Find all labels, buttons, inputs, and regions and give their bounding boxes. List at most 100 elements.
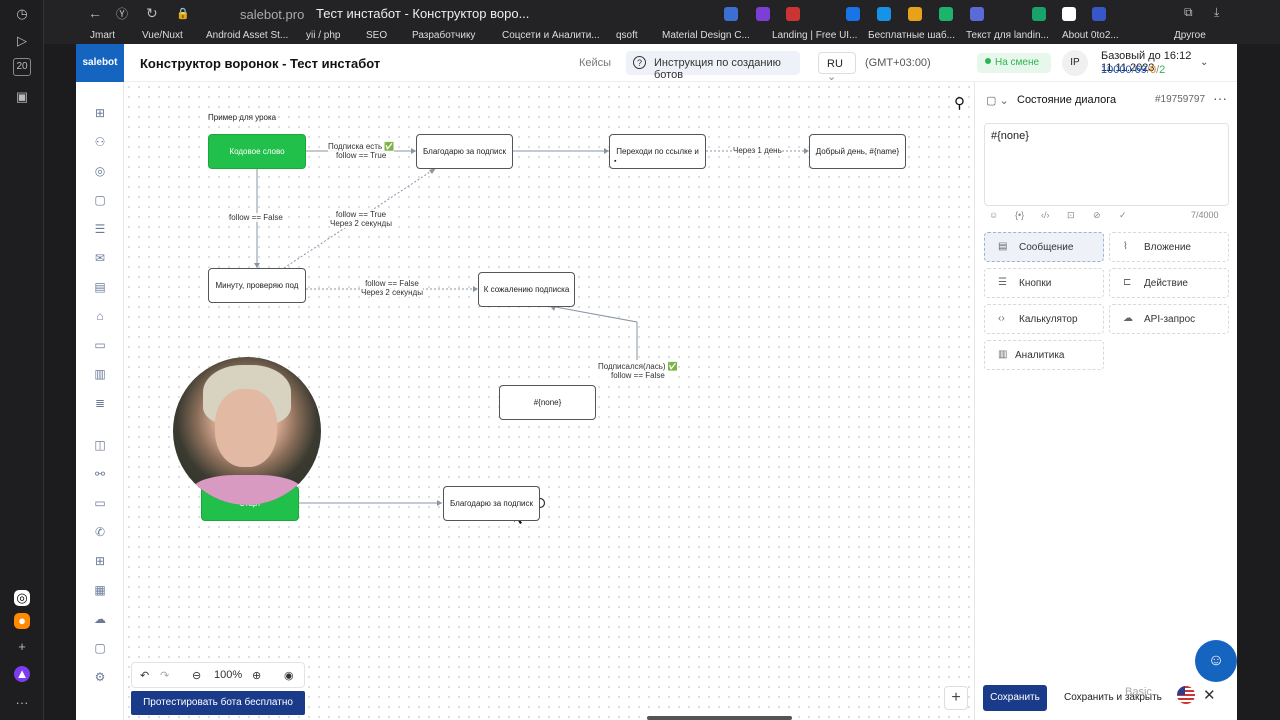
node-follow-link[interactable]: Переходи по ссылке и▪ <box>609 134 706 169</box>
emoji-icon[interactable]: ☺ <box>989 210 999 220</box>
extension-icon[interactable] <box>939 7 953 21</box>
zoom-in-icon[interactable]: ⊕ <box>252 670 262 682</box>
store-icon[interactable]: ▤ <box>94 280 106 294</box>
reload-icon[interactable]: ↻ <box>146 5 158 21</box>
tabs-icon[interactable]: ⧉ <box>1184 5 1193 19</box>
bookmark[interactable]: Текст для landin... <box>966 30 1049 41</box>
bookmark[interactable]: Vue/Nuxt <box>142 30 183 41</box>
extension-icon[interactable] <box>1092 7 1106 21</box>
avatar[interactable]: IP <box>1062 50 1088 76</box>
grid-icon[interactable]: ⊞ <box>94 554 106 568</box>
calendar-icon[interactable]: 20 <box>13 58 31 76</box>
hide-icon[interactable]: ⊘ <box>1093 210 1101 220</box>
mail-icon[interactable]: ✉ <box>94 251 106 265</box>
extension-icon[interactable] <box>724 7 738 21</box>
redo-icon[interactable]: ↷ <box>160 670 170 682</box>
add-icon[interactable]: + <box>18 639 26 654</box>
share-icon[interactable]: ⚯ <box>94 467 106 481</box>
analytics-icon[interactable]: ▥ <box>94 367 106 381</box>
bookmark[interactable]: SEO <box>366 30 388 41</box>
camera-icon[interactable]: ▣ <box>15 89 29 104</box>
node-thanks-2[interactable]: Благодарю за подписк <box>443 486 540 521</box>
check-icon[interactable]: ✓ <box>1119 210 1127 220</box>
bookmark[interactable]: Landing | Free UI... <box>772 30 858 41</box>
message-textarea[interactable]: #{none} <box>984 123 1229 206</box>
undo-icon[interactable]: ↶ <box>140 670 150 682</box>
variable-icon[interactable]: {•} <box>1015 210 1025 220</box>
chat-icon[interactable]: ▢ <box>94 193 106 207</box>
block-title[interactable]: Состояние диалога <box>1017 94 1117 106</box>
bookmark[interactable]: qsoft <box>616 30 638 41</box>
box-icon[interactable]: ▢ <box>94 641 106 655</box>
save-button[interactable]: Сохранить <box>983 685 1047 711</box>
list-icon[interactable]: ☰ <box>94 222 106 236</box>
node-none[interactable]: #{none} <box>499 385 596 420</box>
more-icon[interactable]: ··· <box>15 695 29 710</box>
extension-icon[interactable] <box>908 7 922 21</box>
bookmark[interactable]: Разработчику <box>412 30 476 41</box>
node-good-day[interactable]: Добрый день, #{name} <box>809 134 906 169</box>
cases-link[interactable]: Кейсы <box>579 57 612 69</box>
more-icon[interactable]: ··· <box>1213 90 1227 106</box>
url-text[interactable]: salebot.pro <box>240 7 305 22</box>
node-code-word[interactable]: Кодовое слово <box>208 134 306 169</box>
education-icon[interactable]: ⌂ <box>96 309 104 323</box>
messages-icon[interactable]: ◫ <box>94 438 106 452</box>
node-unfortunately[interactable]: К сожалению подписка <box>478 272 575 307</box>
play-icon[interactable]: ▷ <box>17 33 27 48</box>
test-bot-button[interactable]: Протестировать бота бесплатно <box>131 691 305 715</box>
extension-icon[interactable] <box>1032 7 1046 21</box>
bookmark[interactable]: Jmart <box>90 30 115 41</box>
bookmark[interactable]: yii / php <box>306 30 341 41</box>
analytics-button[interactable]: ▥Аналитика <box>984 340 1104 370</box>
instruction-button[interactable]: ? Инструкция по созданию ботов <box>626 51 800 81</box>
users-icon[interactable]: ⚇ <box>94 135 106 149</box>
funnel-canvas[interactable]: Пример для урока Кодовое слово Благодарю… <box>124 82 1023 720</box>
action-button[interactable]: ⊏Действие <box>1109 268 1229 298</box>
block-type-icon[interactable]: ▢ ⌄ <box>986 95 1009 107</box>
horizontal-scrollbar[interactable] <box>647 716 792 720</box>
instagram-icon[interactable]: ◎ <box>14 590 30 606</box>
bookmark[interactable]: Соцсети и Аналити... <box>502 30 600 41</box>
bookmark[interactable]: Android Asset St... <box>206 30 289 41</box>
flag-icon[interactable] <box>786 7 800 21</box>
chevron-down-icon[interactable]: ⌄ <box>1200 57 1209 68</box>
zoom-out-icon[interactable]: ⊖ <box>192 670 202 682</box>
phone-icon[interactable]: ✆ <box>94 525 106 539</box>
search-icon[interactable]: ⚲ <box>954 95 965 112</box>
yandex-icon[interactable]: Ⓨ <box>116 7 129 21</box>
apps-icon[interactable]: ● <box>14 613 30 629</box>
card-icon[interactable]: ▭ <box>94 496 106 510</box>
settings-icon[interactable]: ⚙ <box>94 670 106 684</box>
language-select[interactable]: RU ⌄ <box>818 52 856 83</box>
device-icon[interactable]: ▭ <box>94 338 106 352</box>
node-checking[interactable]: Минуту, проверяю под <box>208 268 306 303</box>
bookmark[interactable]: Бесплатные шаб... <box>868 30 955 41</box>
funnel-icon[interactable]: ⊞ <box>94 106 106 120</box>
buttons-button[interactable]: ☰Кнопки <box>984 268 1104 298</box>
extension-icon[interactable] <box>1062 7 1076 21</box>
node-thanks[interactable]: Благодарю за подписк <box>416 134 513 169</box>
app-icon[interactable]: ▲ <box>14 666 30 682</box>
clock-icon[interactable]: ◷ <box>16 6 28 21</box>
calculator-button[interactable]: ‹›Калькулятор <box>984 304 1104 334</box>
lock-icon[interactable]: ⊡ <box>1067 210 1075 220</box>
extension-icon[interactable] <box>970 7 984 21</box>
shift-status[interactable]: На смене <box>977 53 1051 73</box>
bookmark-other[interactable]: Другое <box>1174 30 1206 41</box>
cloud-icon[interactable]: ☁ <box>94 612 106 626</box>
us-flag-icon[interactable] <box>1175 686 1197 704</box>
eye-icon[interactable]: ◉ <box>284 670 294 682</box>
back-icon[interactable]: ← <box>88 5 102 21</box>
target-icon[interactable]: ◎ <box>94 164 106 178</box>
api-request-button[interactable]: ☁API-запрос <box>1109 304 1229 334</box>
save-close-button[interactable]: Сохранить и закрыть <box>1064 692 1162 703</box>
extension-icon[interactable] <box>846 7 860 21</box>
code-icon[interactable]: ‹/› <box>1041 210 1050 220</box>
message-button[interactable]: ▤Сообщение <box>984 232 1104 262</box>
salebot-logo[interactable]: salebot <box>76 44 124 82</box>
download-icon[interactable]: ⤓ <box>1214 5 1220 19</box>
extension-icon[interactable] <box>877 7 891 21</box>
bookmark[interactable]: About 0to2... <box>1062 30 1119 41</box>
close-icon[interactable]: ✕ <box>1203 687 1216 704</box>
